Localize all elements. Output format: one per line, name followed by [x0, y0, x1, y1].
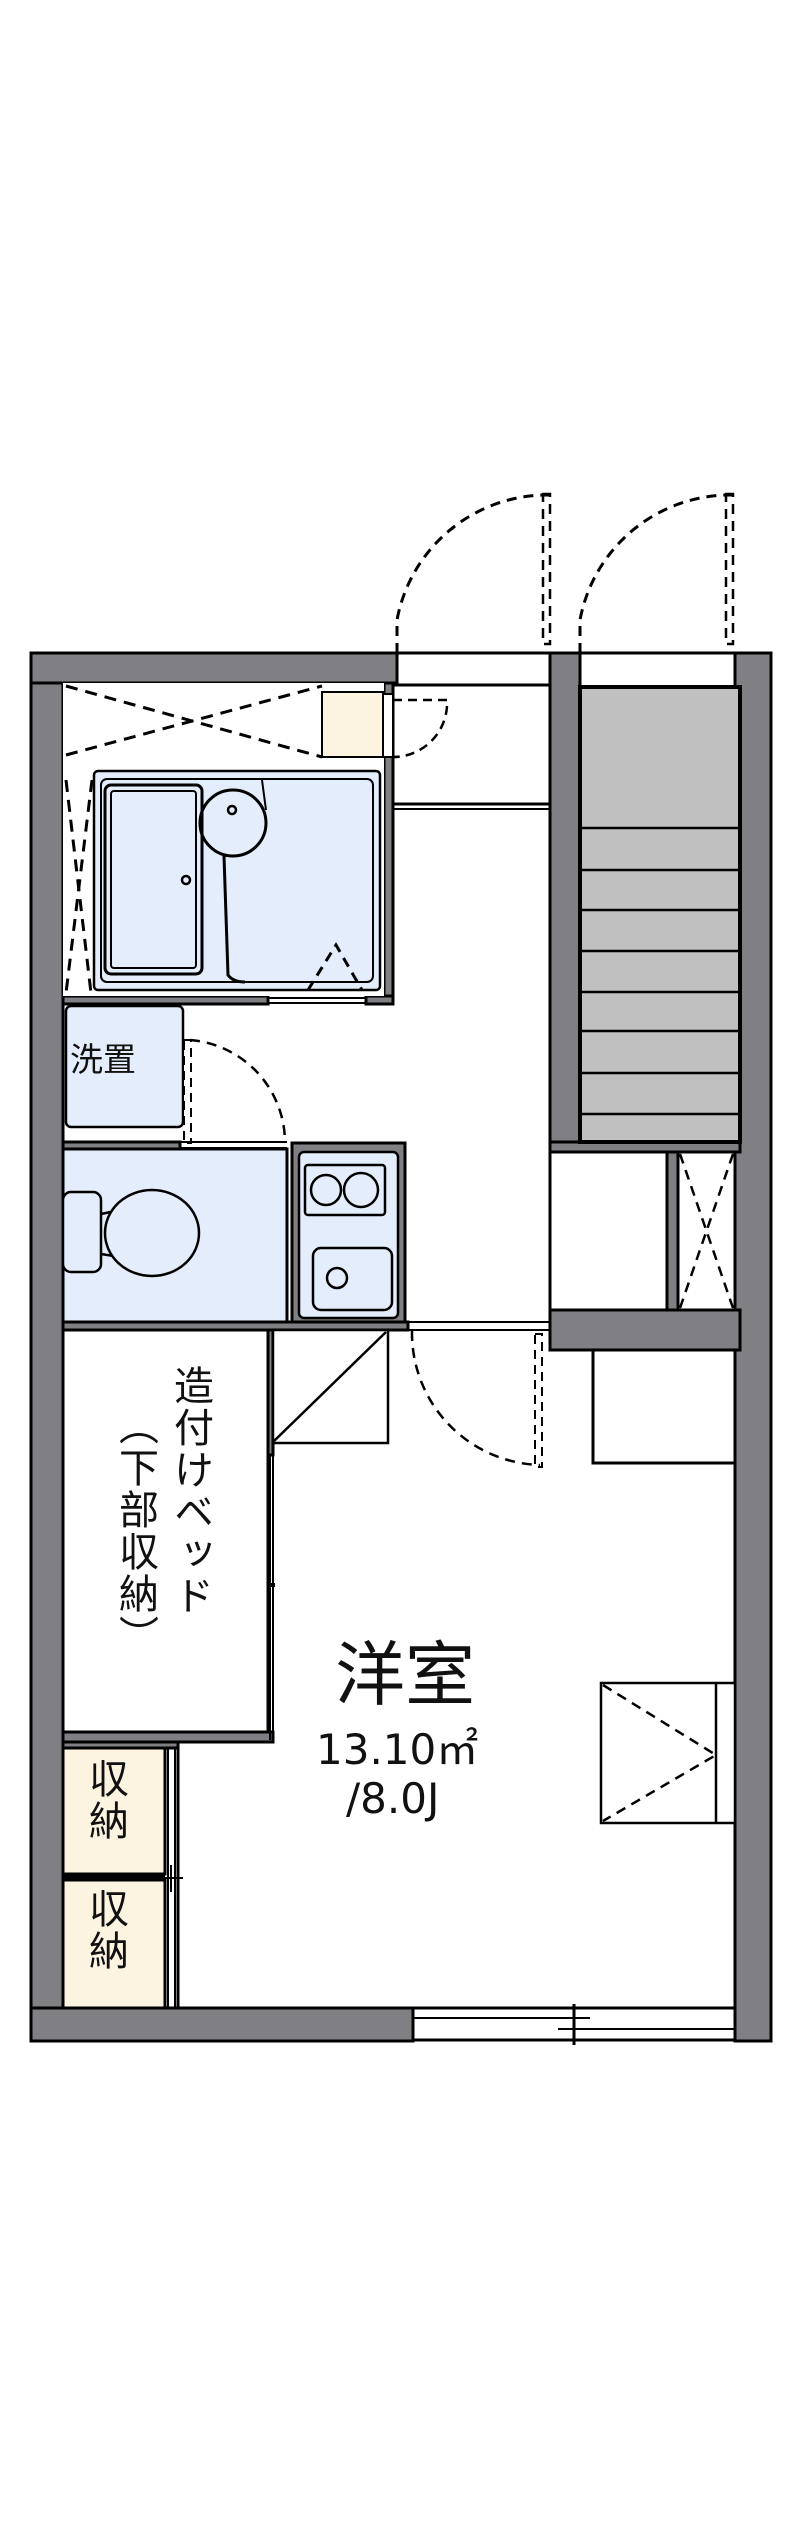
stair-door-icon — [578, 492, 735, 653]
storage-1-label: 収納 — [82, 1758, 128, 1842]
closet-x — [676, 1150, 737, 1312]
main-room-tatami: /8.0J — [346, 1774, 440, 1823]
tv-unit — [599, 1681, 737, 1825]
entrance-door-icon — [395, 492, 552, 653]
window-icon — [413, 2004, 735, 2045]
kitchen-unit — [290, 1141, 407, 1324]
room-door-icon — [405, 1321, 550, 1468]
sink-icon — [311, 1246, 394, 1312]
built-in-bed-label: 造付けベッド — [167, 1365, 213, 1617]
desk-counter — [591, 1348, 737, 1465]
toilet-room — [61, 1147, 289, 1324]
built-in-bed-sublabel: （下部収納） — [112, 1405, 158, 1657]
main-room-area: 13.10㎡ — [316, 1725, 479, 1774]
main-room-name: 洋室 — [335, 1634, 475, 1716]
built-in-bed — [61, 1328, 270, 1734]
toilet-tank-icon — [61, 1190, 103, 1274]
washer-space-label: 洗置 — [70, 1040, 136, 1079]
staircase — [578, 685, 742, 1144]
laundry-hood — [321, 691, 384, 758]
toilet-bowl-icon — [103, 1188, 201, 1278]
refrigerator-space — [271, 1328, 390, 1445]
storage-2-label: 収納 — [82, 1888, 128, 1972]
bathroom — [63, 683, 449, 1004]
unit-bath-icon — [92, 769, 382, 992]
storage-closets — [61, 1742, 183, 2010]
